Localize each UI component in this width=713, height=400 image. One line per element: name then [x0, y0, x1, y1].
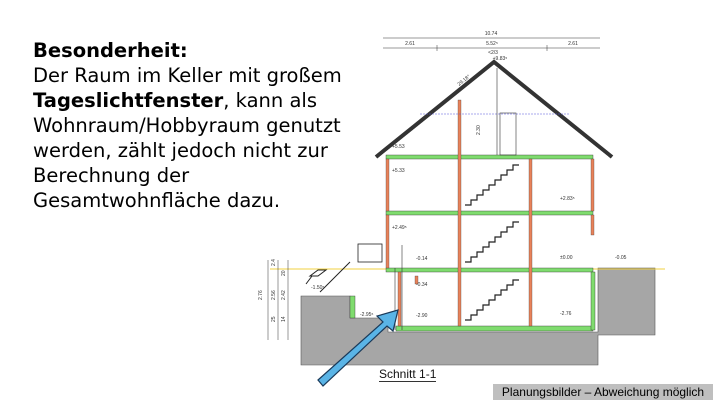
heading: Besonderheit: [33, 39, 188, 62]
svg-text:2.76: 2.76 [258, 290, 264, 300]
floor-slabs [349, 154, 596, 332]
text-line: Gesamtwohnfläche dazu. [33, 189, 281, 212]
svg-text:2.4: 2.4 [271, 259, 277, 266]
svg-text:14: 14 [281, 316, 287, 322]
svg-text:-0.05: -0.05 [615, 255, 627, 261]
text-line: Berechnung der [33, 164, 190, 187]
svg-text:-0.34: -0.34 [416, 282, 428, 288]
section-caption: Schnitt 1-1 [379, 367, 437, 382]
text-line: Der Raum im Keller mit großem [33, 64, 342, 87]
roof [374, 59, 614, 159]
svg-text:-0.14: -0.14 [416, 256, 428, 262]
svg-text:2.56: 2.56 [271, 290, 277, 300]
dimension-lines [267, 37, 600, 340]
dim-middle: 5.52⁵ [486, 41, 498, 47]
dim-left: 2.61 [405, 41, 415, 47]
svg-text:-2.76: -2.76 [560, 311, 572, 317]
svg-text:±0.00: ±0.00 [560, 255, 573, 261]
svg-text:2.42: 2.42 [281, 290, 287, 300]
dim-total: 10.74 [485, 31, 498, 37]
svg-text:25: 25 [271, 316, 277, 322]
svg-text:+5.53: +5.53 [392, 144, 405, 150]
text-line: Wohnraum/Hobbyraum genutzt [33, 114, 341, 137]
level-labels: +5.53 +5.33 +2.83⁵ +2.49⁵ -0.14 ±0.00 -0… [258, 144, 627, 322]
level-ridge: +9.83⁵ [493, 56, 508, 62]
svg-text:-2.95⁵: -2.95⁵ [360, 312, 373, 318]
svg-text:+5.33: +5.33 [392, 168, 405, 174]
svg-text:-2.90: -2.90 [416, 313, 428, 319]
stairs [305, 164, 519, 321]
svg-text:-1.50⁵: -1.50⁵ [311, 285, 324, 291]
walls [385, 99, 595, 327]
dim-pitch: <2/3 [488, 50, 498, 56]
description-text: Besonderheit: Der Raum im Keller mit gro… [33, 38, 373, 213]
text-line: Tageslichtfenster, kann als [33, 89, 317, 112]
svg-text:+2.83⁵: +2.83⁵ [560, 196, 575, 202]
svg-text:20: 20 [281, 270, 287, 276]
svg-text:+2.49⁵: +2.49⁵ [392, 225, 407, 231]
disclaimer-note: Planungsbilder – Abweichung möglich [493, 384, 713, 400]
text-line: werden, zählt jedoch nicht zur [33, 139, 328, 162]
attic-height: 2.30 [476, 125, 482, 135]
dim-right: 2.61 [568, 41, 578, 47]
arrow-pointing-to-window [317, 309, 399, 387]
